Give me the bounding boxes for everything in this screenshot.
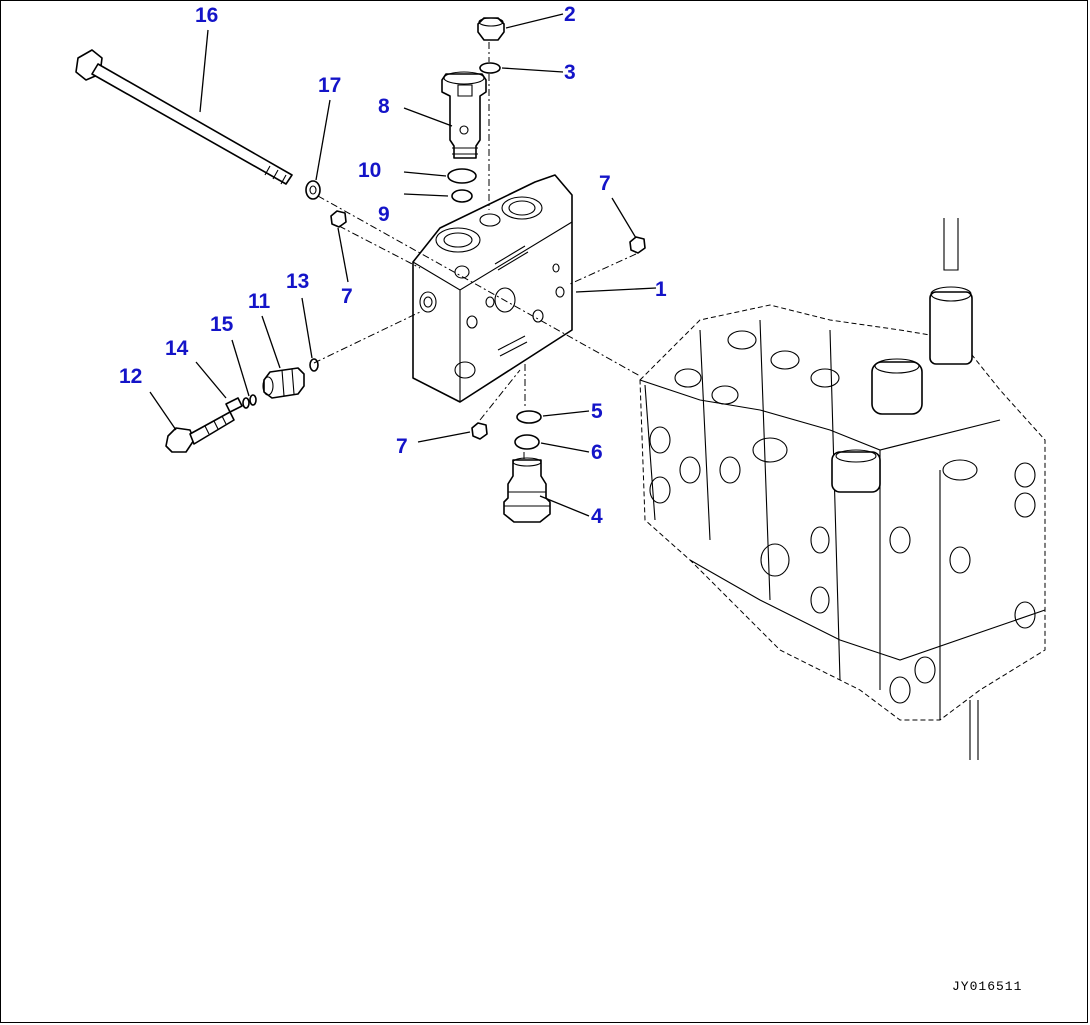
callout-4: 4 bbox=[591, 505, 603, 528]
callout-14: 14 bbox=[165, 337, 189, 360]
callout-12: 12 bbox=[119, 365, 142, 388]
plug-lower bbox=[471, 422, 488, 440]
control-valve-assembly bbox=[639, 218, 1046, 760]
callout-11: 11 bbox=[248, 290, 271, 313]
callout-7-left: 7 bbox=[341, 285, 353, 308]
callout-1: 1 bbox=[655, 278, 667, 301]
o-ring-10 bbox=[447, 168, 477, 184]
plug-screw-12 bbox=[165, 411, 235, 453]
callout-labels: 1 2 3 4 5 6 7 7 7 8 9 10 11 12 13 14 15 … bbox=[119, 3, 667, 528]
callout-17: 17 bbox=[318, 74, 341, 97]
o-ring-9 bbox=[451, 189, 473, 203]
drawing-reference-code: JY016511 bbox=[952, 979, 1022, 994]
callout-2: 2 bbox=[564, 3, 576, 26]
o-ring-15a bbox=[249, 394, 257, 406]
valve-section-body bbox=[412, 174, 573, 403]
callout-9: 9 bbox=[378, 203, 390, 226]
assembly-center-lines bbox=[313, 42, 641, 460]
top-plug bbox=[477, 17, 505, 41]
o-ring-5 bbox=[516, 410, 542, 424]
o-ring-6 bbox=[514, 434, 540, 450]
o-ring-13 bbox=[309, 358, 319, 372]
callout-5: 5 bbox=[591, 400, 603, 423]
callout-3: 3 bbox=[564, 61, 576, 84]
washer bbox=[305, 180, 321, 200]
callout-7-right: 7 bbox=[599, 172, 611, 195]
callout-15: 15 bbox=[210, 313, 234, 336]
tie-bolt bbox=[75, 49, 293, 185]
callout-10: 10 bbox=[358, 159, 381, 182]
o-ring-15b bbox=[242, 397, 250, 409]
callout-13: 13 bbox=[286, 270, 309, 293]
callout-6: 6 bbox=[591, 441, 603, 464]
callout-16: 16 bbox=[195, 4, 218, 27]
leader-lines bbox=[149, 13, 657, 517]
spacer-14 bbox=[225, 397, 243, 413]
plug-upper-left bbox=[330, 210, 347, 228]
o-ring-top bbox=[479, 62, 501, 74]
plug-upper-right bbox=[629, 236, 646, 254]
valve-cartridge bbox=[441, 71, 487, 159]
relief-valve-cartridge bbox=[503, 457, 551, 523]
fitting-11 bbox=[262, 367, 305, 399]
callout-8: 8 bbox=[378, 95, 390, 118]
callout-7-lower: 7 bbox=[396, 435, 408, 458]
